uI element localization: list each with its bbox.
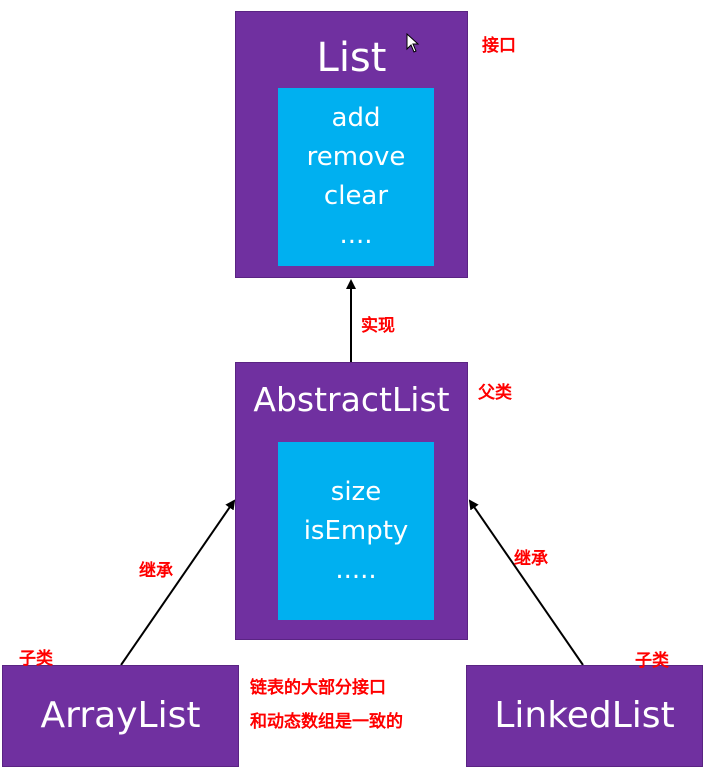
note-parent-class: 父类 bbox=[478, 383, 512, 403]
linkedlist-title: LinkedList bbox=[494, 695, 675, 736]
abstractlist-methods-box: size isEmpty ..... bbox=[278, 442, 434, 620]
note-interface: 接口 bbox=[482, 36, 516, 56]
list-methods-box: add remove clear .... bbox=[278, 88, 434, 266]
arraylist-box: ArrayList bbox=[2, 665, 239, 767]
list-interface-box: List add remove clear .... bbox=[235, 11, 468, 278]
inherit-arrow-right bbox=[468, 499, 584, 666]
method-size: size bbox=[330, 476, 382, 507]
note-remark-line1: 链表的大部分接口 bbox=[250, 678, 386, 698]
note-remark-line2: 和动态数组是一致的 bbox=[250, 712, 403, 732]
abstractlist-box: AbstractList size isEmpty ..... bbox=[235, 362, 468, 640]
note-subclass-right: 子类 bbox=[635, 651, 669, 671]
method-ellipsis: ..... bbox=[335, 554, 377, 585]
mouse-cursor-icon bbox=[406, 33, 420, 53]
method-clear: clear bbox=[323, 181, 389, 211]
method-isempty: isEmpty bbox=[303, 515, 409, 546]
method-remove: remove bbox=[306, 142, 406, 172]
note-inherit-right: 继承 bbox=[514, 549, 548, 569]
note-inherit-left: 继承 bbox=[139, 561, 173, 581]
abstractlist-title: AbstractList bbox=[253, 380, 450, 419]
note-implements: 实现 bbox=[361, 316, 395, 336]
method-ellipsis: .... bbox=[339, 220, 373, 250]
inherit-arrow-left bbox=[120, 499, 236, 666]
method-add: add bbox=[331, 103, 381, 133]
arraylist-title: ArrayList bbox=[40, 695, 201, 736]
note-subclass-left: 子类 bbox=[19, 649, 53, 669]
linkedlist-box: LinkedList bbox=[466, 665, 703, 767]
list-title: List bbox=[316, 35, 387, 81]
